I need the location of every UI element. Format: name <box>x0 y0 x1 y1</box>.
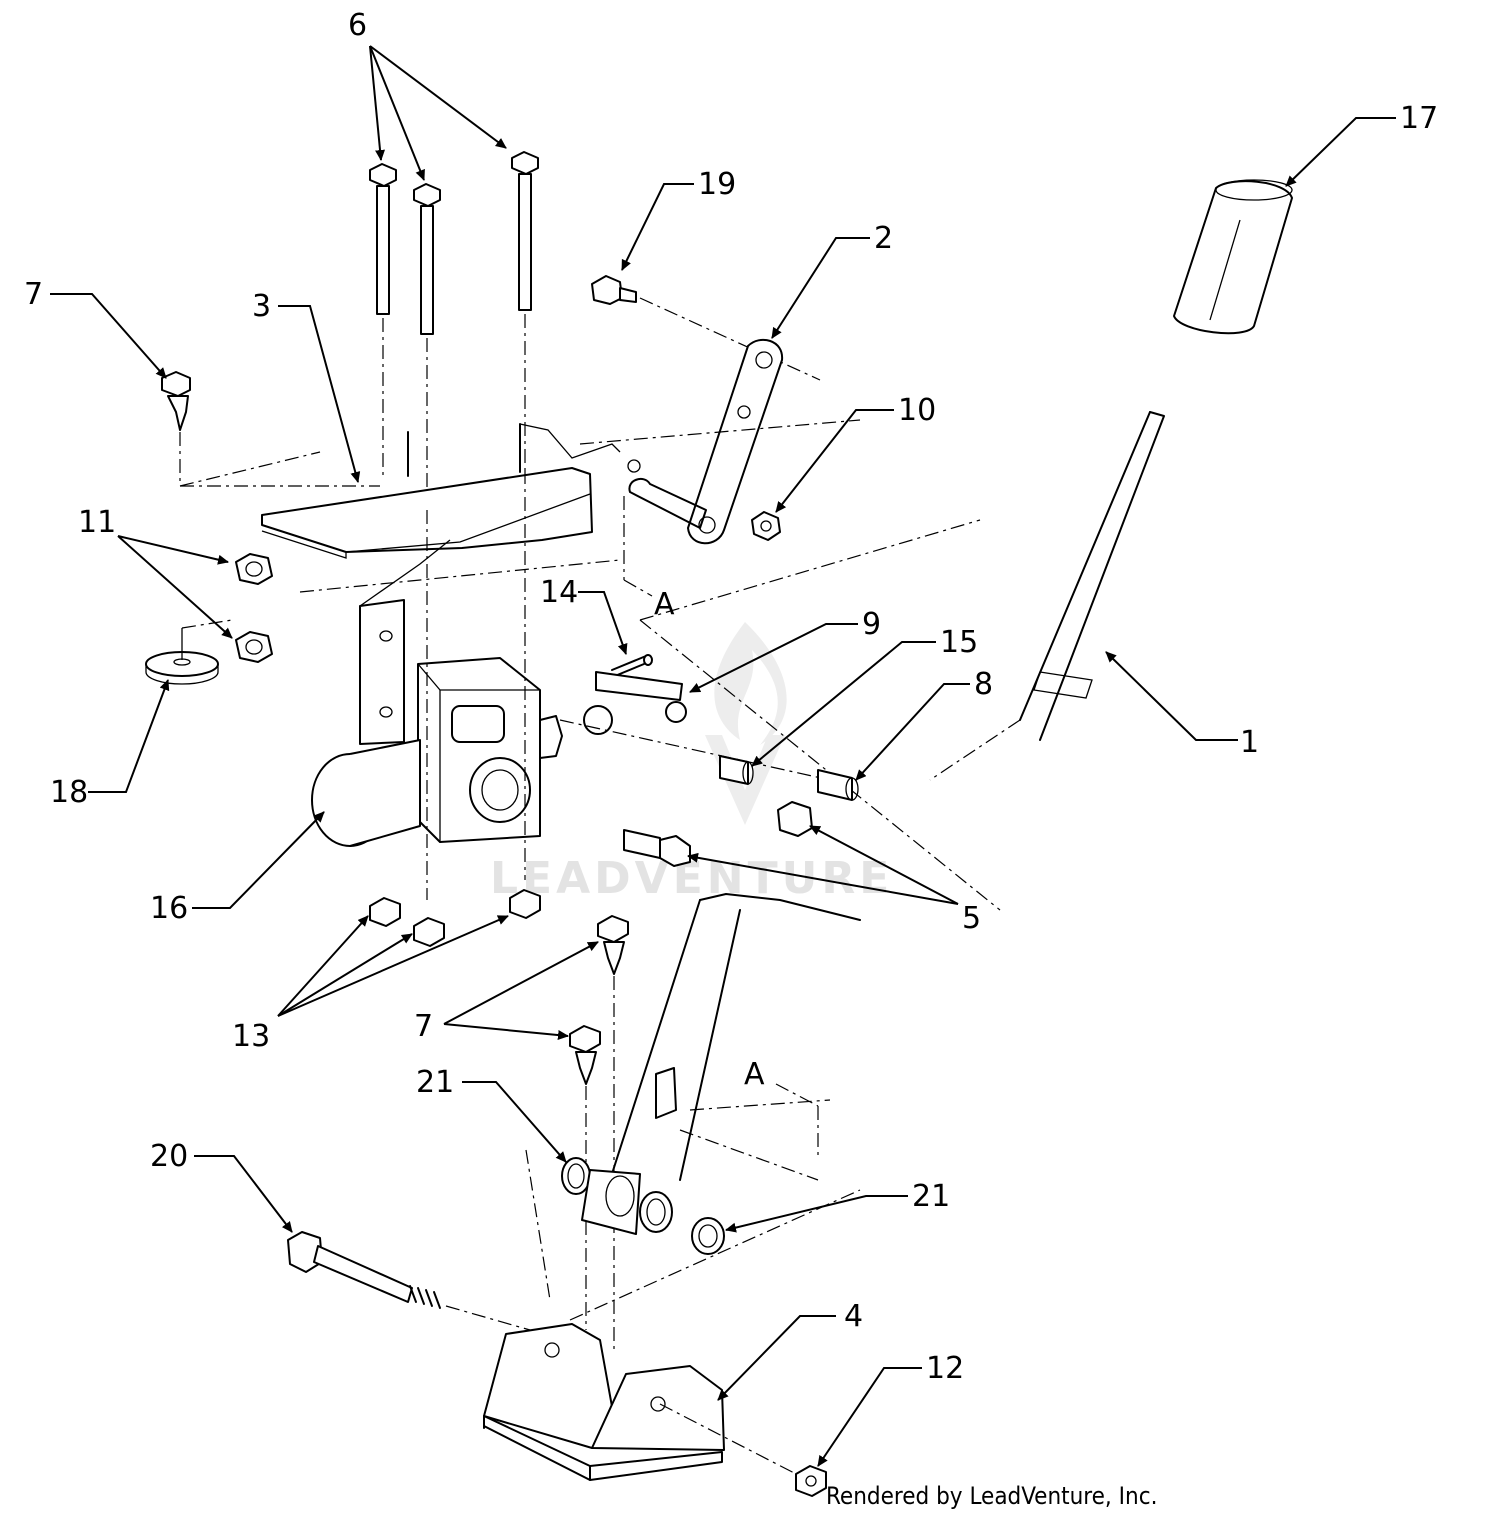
callout-11: 11 <box>78 505 233 639</box>
callout-label-20: 20 <box>150 1139 188 1174</box>
callout-label-15: 15 <box>940 625 978 660</box>
bushing-5-right <box>777 801 813 837</box>
callout-label-21-left: 21 <box>416 1065 454 1100</box>
callout-21-right: 21 <box>725 1179 950 1233</box>
bolt-6-right <box>511 151 539 470</box>
bolt-6-middle <box>413 183 441 510</box>
bolt-7-upper <box>161 371 321 487</box>
callout-label-6: 6 <box>348 8 367 43</box>
callout-7-upper: 7 <box>24 277 167 379</box>
bolt-6-left <box>369 163 397 480</box>
lever-rod-1 <box>609 411 1165 1181</box>
credit-text: Rendered by LeadVenture, Inc. <box>826 1482 1157 1510</box>
callout-10: 10 <box>775 393 936 513</box>
washer-18 <box>145 619 233 685</box>
spacer-8 <box>817 769 859 801</box>
arm-2 <box>579 338 981 621</box>
flame-logo-icon <box>705 622 787 825</box>
pivot-bolt-20 <box>287 1231 531 1331</box>
callout-4: 4 <box>717 1299 863 1401</box>
callout-label-10: 10 <box>898 393 936 428</box>
nut-13-left <box>369 897 401 927</box>
clip-9 <box>559 671 831 781</box>
callout-label-2: 2 <box>874 221 893 256</box>
nut-10 <box>751 511 781 541</box>
callout-15: 15 <box>751 625 978 767</box>
callout-label-16: 16 <box>150 891 188 926</box>
callout-label-19: 19 <box>698 167 736 202</box>
watermark-text: LEADVENTURE <box>490 853 893 904</box>
reference-a-lower-line <box>679 1083 819 1181</box>
callout-12: 12 <box>817 1351 964 1467</box>
callout-label-12: 12 <box>926 1351 964 1386</box>
callout-21-left: 21 <box>416 1065 567 1163</box>
callout-6: 6 <box>348 8 507 181</box>
callout-20: 20 <box>150 1139 293 1233</box>
callout-16: 16 <box>150 811 325 926</box>
callout-label-21-right: 21 <box>912 1179 950 1214</box>
reference-a-lower-label: A <box>744 1057 765 1092</box>
grip-17 <box>1173 179 1293 335</box>
bushing-21-right <box>639 1191 725 1255</box>
callout-label-14: 14 <box>540 575 578 610</box>
callout-19: 19 <box>621 167 736 271</box>
nut-13-middle <box>413 917 445 947</box>
callout-label-3: 3 <box>252 289 271 324</box>
callout-label-17: 17 <box>1400 101 1438 136</box>
callout-14: 14 <box>540 575 628 655</box>
callout-18: 18 <box>50 679 170 810</box>
nut-11-upper <box>235 553 273 585</box>
lever-pivot <box>581 1169 641 1235</box>
reference-a-upper-line <box>623 496 653 597</box>
callout-2: 2 <box>771 221 893 339</box>
callout-label-7-upper: 7 <box>24 277 43 312</box>
callout-label-9: 9 <box>862 607 881 642</box>
bushing-21-left <box>525 1149 591 1301</box>
bolt-7-lower-a <box>597 915 629 1352</box>
callout-label-7-lower: 7 <box>414 1009 433 1044</box>
base-bracket-4 <box>483 1189 861 1481</box>
callout-label-5: 5 <box>962 901 981 936</box>
watermark: LEADVENTURE <box>490 622 893 904</box>
bolt-19 <box>591 275 821 381</box>
callout-label-11: 11 <box>78 505 116 540</box>
callout-5: 5 <box>687 825 981 936</box>
callout-label-8: 8 <box>974 667 993 702</box>
callout-1: 1 <box>1105 651 1259 760</box>
nut-12 <box>795 1465 827 1497</box>
callout-label-4: 4 <box>844 1299 863 1334</box>
callout-label-1: 1 <box>1240 725 1259 760</box>
callout-17: 17 <box>1285 101 1438 187</box>
callout-label-13: 13 <box>232 1019 270 1054</box>
reference-a-upper-label: A <box>654 587 675 622</box>
valve-body-16 <box>311 470 563 900</box>
nut-11-lower <box>235 631 273 663</box>
callout-7-lower: 7 <box>414 941 599 1044</box>
callout-13: 13 <box>232 915 509 1054</box>
spacer-15 <box>719 755 754 785</box>
callout-label-18: 18 <box>50 775 88 810</box>
callout-8: 8 <box>855 667 993 781</box>
nut-13-right <box>509 889 541 919</box>
bushing-5-left <box>623 829 691 867</box>
callout-9: 9 <box>689 607 881 693</box>
callout-3: 3 <box>252 289 361 483</box>
